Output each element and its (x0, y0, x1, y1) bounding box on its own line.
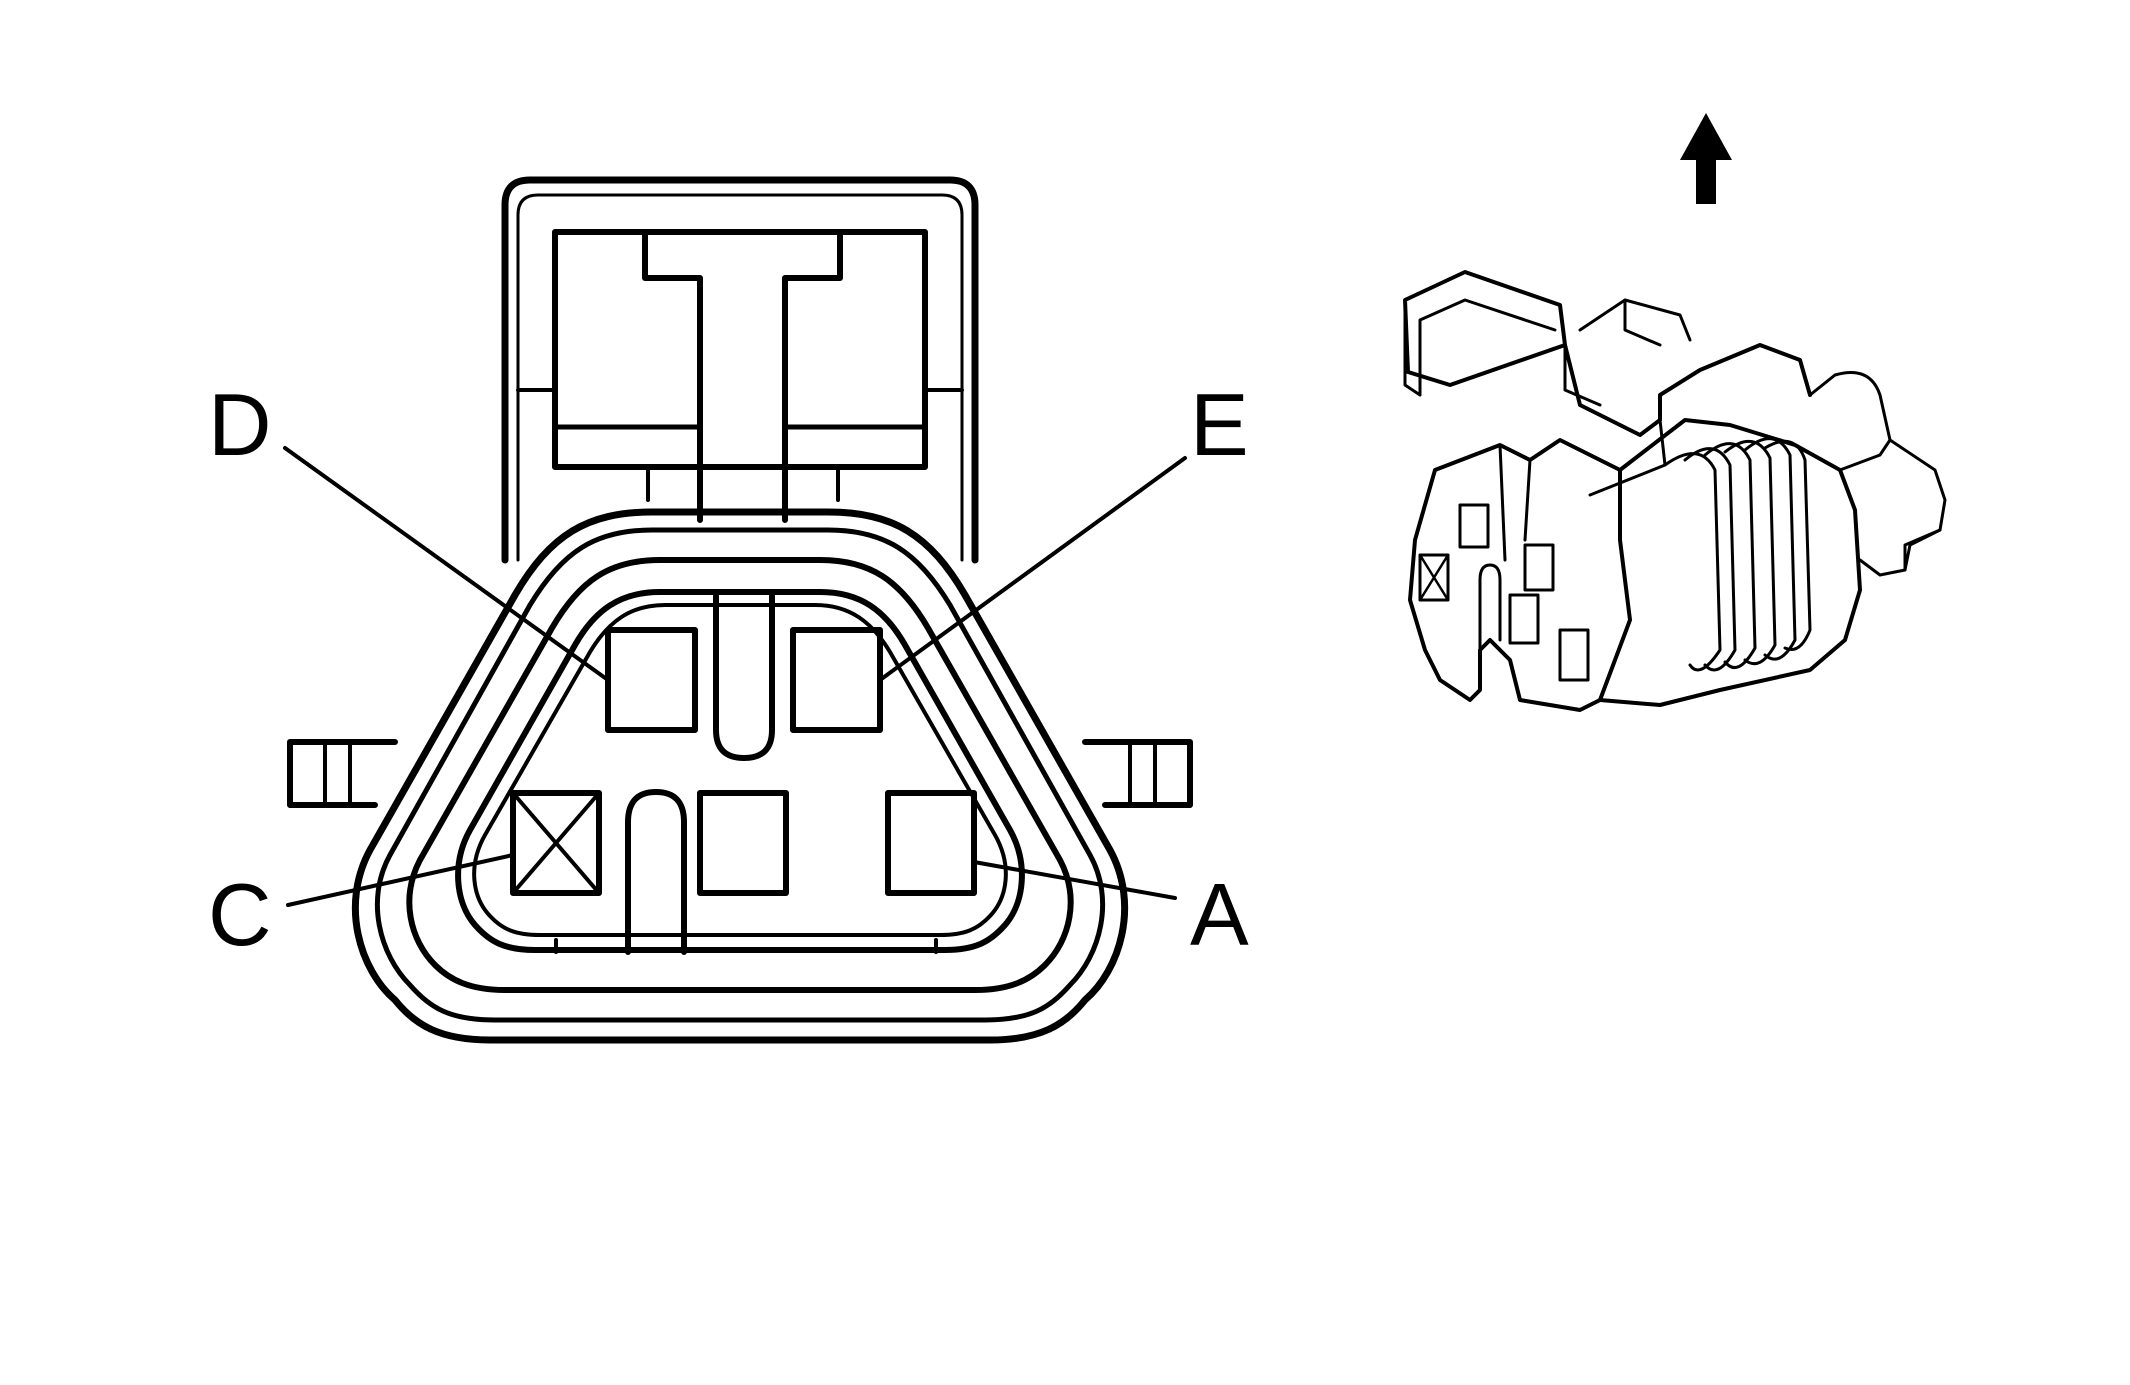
pin-cavity-e (790, 627, 883, 733)
pin-label-c: C (208, 865, 272, 964)
pin-label-d: D (208, 375, 272, 474)
leader-line-d (283, 446, 610, 682)
pin-cavity-a (885, 790, 977, 896)
leader-line-e (878, 456, 1187, 682)
leader-line-c (286, 853, 515, 907)
connector-face-view: D E C A (208, 176, 1249, 1044)
connector-body (351, 508, 1129, 1044)
pin-cavity-c-blocked (510, 790, 602, 896)
side-rib-right (1082, 739, 1193, 808)
leader-line-a (972, 860, 1177, 900)
pin-label-e: E (1190, 375, 1249, 474)
connector-isometric-view (1403, 270, 1947, 712)
pin-cavity-b (697, 790, 789, 896)
lock-tab-housing (501, 176, 979, 564)
pin-label-a: A (1190, 865, 1249, 964)
pin-cavity-d (605, 627, 698, 733)
arrow-up-icon (1680, 113, 1732, 204)
side-rib-left (287, 739, 398, 808)
